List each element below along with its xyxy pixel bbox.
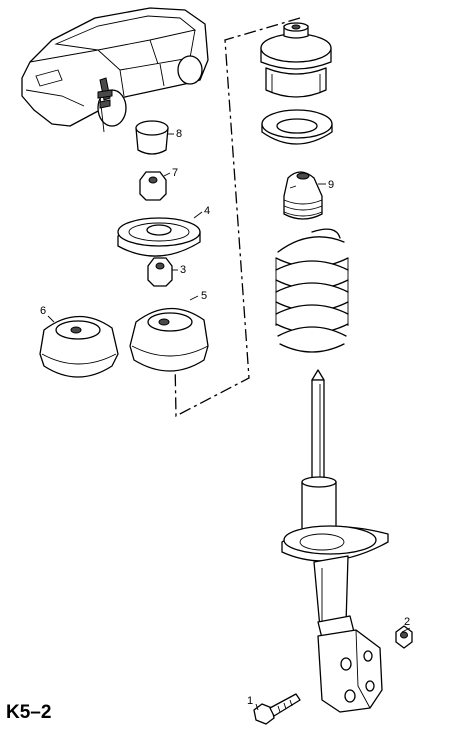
part-number-1: 1: [247, 695, 253, 707]
strut-support-mount: [129, 307, 209, 372]
spring-seat-ring: [261, 109, 333, 145]
strut-support-mount-alt: [39, 315, 119, 378]
bump-stop: [283, 171, 323, 220]
protective-cap: [135, 120, 169, 155]
figure-code: K5–2: [6, 702, 52, 723]
part-number-9: 9: [328, 179, 334, 191]
strut-bearing-plate: [117, 217, 201, 257]
part-number-5: 5: [201, 290, 207, 302]
part-number-8: 8: [176, 128, 182, 140]
bolt-1: [253, 693, 301, 725]
assembly-bracket-line: [174, 17, 301, 418]
hex-nut-2: [395, 625, 413, 649]
top-nut: [139, 171, 167, 201]
shock-absorber: [281, 369, 389, 713]
part-number-6: 6: [40, 305, 46, 317]
part-number-4: 4: [204, 205, 210, 217]
car-location-illustration: [21, 7, 209, 133]
top-mount: [260, 22, 332, 98]
part-number-3: 3: [180, 264, 186, 276]
lower-nut: [147, 257, 173, 287]
part-number-2: 2: [404, 616, 410, 628]
coil-spring: [275, 228, 349, 353]
part-number-7: 7: [172, 167, 178, 179]
